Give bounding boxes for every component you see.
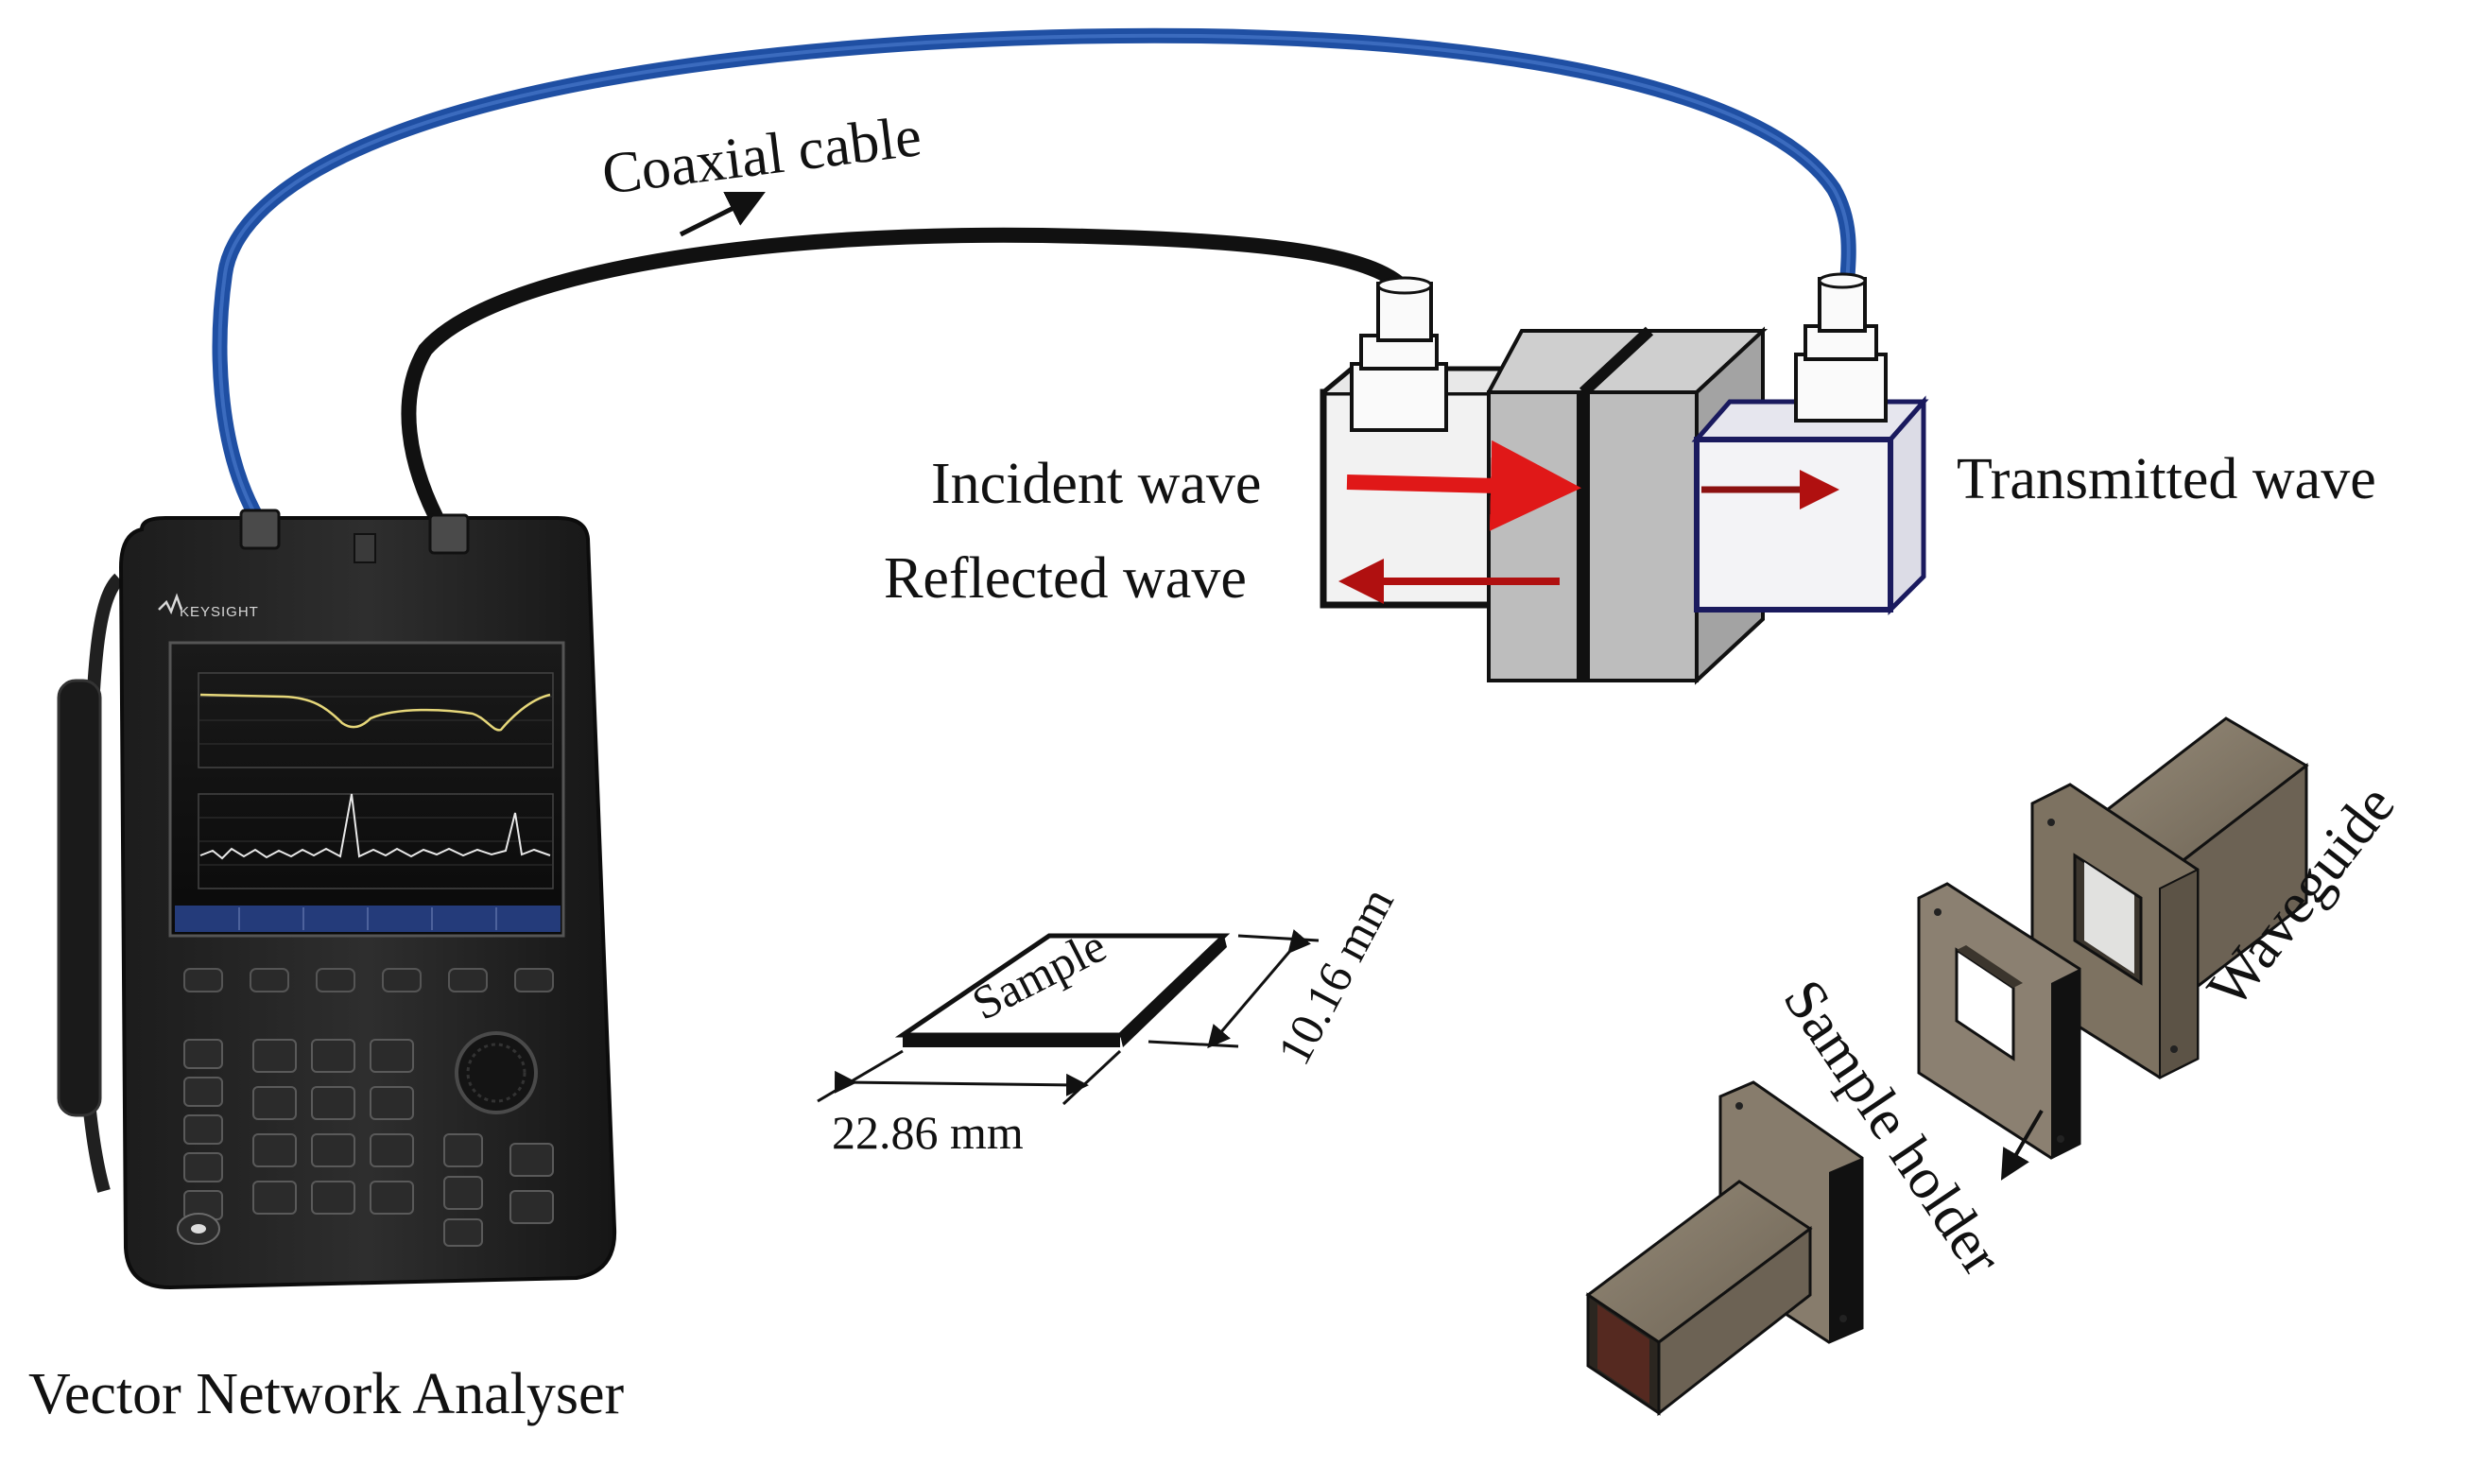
front-waveguide xyxy=(1585,1080,1864,1417)
transmitted-wave-label: Transmitted wave xyxy=(1957,447,2376,511)
vna-keypad xyxy=(183,1039,554,1247)
right-waveguide-box xyxy=(1691,395,1929,616)
vna-rotary-knob xyxy=(455,1031,538,1114)
blue-coaxial-cable xyxy=(212,27,1856,526)
vna-softkey-buttons xyxy=(183,968,554,992)
vna-return-loss-trace xyxy=(199,693,551,732)
right-waveguide-connector xyxy=(1794,272,1888,423)
sample-width-dimension-line xyxy=(834,1070,1089,1096)
vna-upper-trace-panel xyxy=(198,672,554,768)
coaxial-cable-label: Coaxial cable xyxy=(598,104,924,207)
coaxial-cable-pointer-arrow xyxy=(679,192,766,237)
coaxial-cable-label-group: Coaxial cable xyxy=(598,104,924,237)
incident-wave-label: Incident wave xyxy=(931,452,1261,516)
vna-spectrum-trace xyxy=(199,793,551,860)
vna-port-1-connector xyxy=(239,509,281,550)
vector-network-analyser-device: KEYSIGHT xyxy=(57,509,617,1290)
vna-display-screen xyxy=(168,641,565,938)
waveguide-measurement-fixture xyxy=(1320,272,1929,685)
vna-hand-strap xyxy=(57,679,102,1117)
sample-holder-pointer-arrow xyxy=(2000,1109,2044,1181)
black-coaxial-cable xyxy=(401,227,1416,537)
waveguide-3d-exploded-view xyxy=(1585,716,2309,1417)
vna-lower-trace-panel xyxy=(198,793,554,889)
incident-wave-arrow xyxy=(1346,440,1581,531)
left-waveguide-connector xyxy=(1350,276,1448,432)
vna-label: Vector Network Analyser xyxy=(28,1362,624,1426)
vna-brand-logo: KEYSIGHT xyxy=(180,604,259,620)
reflected-wave-label: Reflected wave xyxy=(884,546,1247,611)
sample-holder-plate xyxy=(1917,882,2081,1160)
vna-port-2-connector xyxy=(428,513,470,555)
sample-height-label: 10.16 mm xyxy=(1267,879,1404,1073)
sample-width-label: 22.86 mm xyxy=(832,1106,1024,1159)
sample-dimension-drawing: Sample 22.86 mm 10.16 mm xyxy=(817,879,1404,1159)
sample-height-dimension-line xyxy=(1207,929,1311,1049)
